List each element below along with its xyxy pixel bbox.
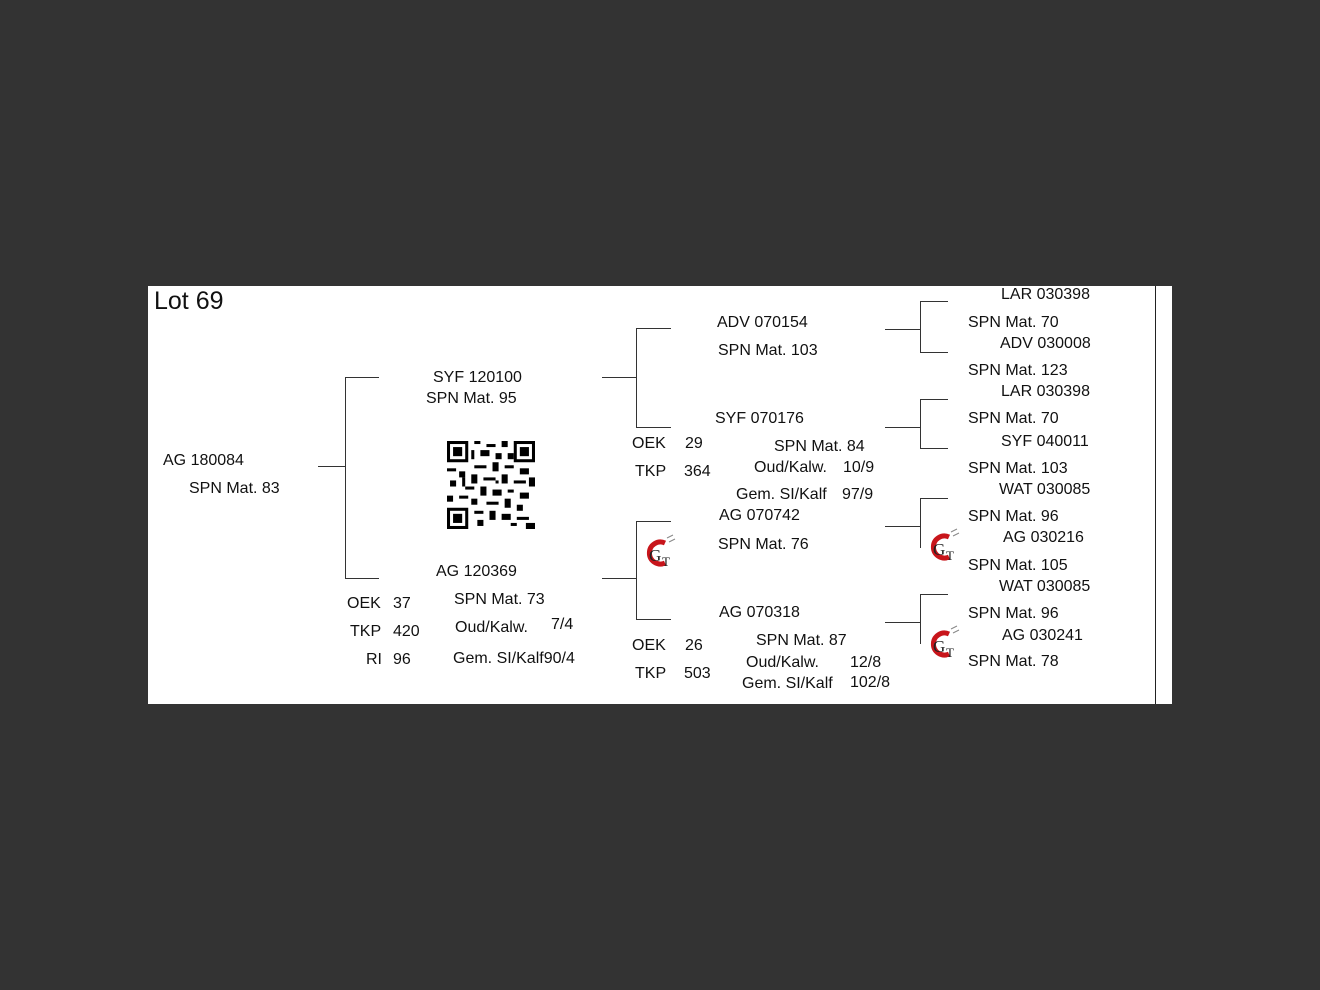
- sire-dam-gem-value: 97/9: [842, 486, 874, 503]
- dam2-tkp-label: TKP: [635, 665, 667, 682]
- bracket-line: [920, 498, 921, 548]
- bracket-line: [885, 622, 920, 623]
- gen3-mat: SPN Mat. 103: [968, 460, 1068, 477]
- gen3-mat: SPN Mat. 78: [968, 653, 1059, 670]
- dam-gem: Gem. SI/Kalf90/4: [453, 650, 575, 667]
- bracket-line: [602, 377, 636, 378]
- sire-dam-gem-label: Gem. SI/Kalf: [736, 486, 827, 503]
- svg-text:G: G: [933, 540, 945, 559]
- gt-logo-icon: G T: [930, 625, 960, 660]
- dam-dam-oud-label: Oud/Kalw.: [746, 654, 819, 671]
- bracket-line: [636, 328, 637, 427]
- dam-dam-oud-value: 12/8: [850, 654, 882, 671]
- gen3-mat: SPN Mat. 96: [968, 508, 1059, 525]
- svg-text:G: G: [649, 546, 661, 565]
- dam-oek-value: 37: [393, 595, 411, 612]
- dam-oud-label: Oud/Kalw.: [455, 619, 528, 636]
- gen3-id: LAR 030398: [1001, 383, 1090, 400]
- bracket-line: [920, 301, 921, 352]
- sire-dam-id: SYF 070176: [715, 410, 804, 427]
- bracket-line: [636, 521, 671, 522]
- bracket-line: [920, 399, 921, 448]
- dam-oud-value: 7/4: [551, 616, 574, 633]
- dam-dam-gem-value: 102/8: [850, 674, 891, 691]
- dam2-tkp-value: 503: [684, 665, 711, 682]
- bracket-line: [920, 301, 948, 302]
- dam-oek-label: OEK: [347, 595, 381, 612]
- dam-dam-mat: SPN Mat. 87: [756, 632, 847, 649]
- gen3-mat: SPN Mat. 70: [968, 314, 1059, 331]
- dam-tkp-label: TKP: [350, 623, 382, 640]
- gen3-id: WAT 030085: [999, 578, 1091, 595]
- gen3-mat: SPN Mat. 96: [968, 605, 1059, 622]
- bracket-line: [920, 352, 948, 353]
- gen3-id: WAT 030085: [999, 481, 1091, 498]
- dam-ri-label: RI: [366, 651, 382, 668]
- sire-dam-mat: SPN Mat. 84: [774, 438, 865, 455]
- pedigree-card: Lot 69 AG 180084 SPN Mat. 83 SYF 120100 …: [148, 286, 1172, 704]
- gen3-mat: SPN Mat. 70: [968, 410, 1059, 427]
- animal-mat: SPN Mat. 83: [189, 480, 280, 497]
- dam-mat: SPN Mat. 73: [454, 591, 545, 608]
- dam-tkp-value: 420: [393, 623, 420, 640]
- dam2-oek-label: OEK: [632, 637, 666, 654]
- bracket-line: [885, 526, 920, 527]
- bracket-line: [345, 578, 379, 579]
- bracket-line: [885, 329, 920, 330]
- sire-dam-oud-label: Oud/Kalw.: [754, 459, 827, 476]
- gen3-id: SYF 040011: [1001, 433, 1089, 450]
- bracket-line: [636, 427, 671, 428]
- gen3-id: ADV 030008: [1000, 335, 1091, 352]
- bracket-line: [318, 466, 345, 467]
- sire-mat: SPN Mat. 95: [426, 390, 517, 407]
- dam-ri-value: 96: [393, 651, 411, 668]
- bracket-line: [345, 377, 346, 578]
- gen3-mat: SPN Mat. 105: [968, 557, 1068, 574]
- dam-sire-id: AG 070742: [719, 507, 800, 524]
- bracket-line: [920, 594, 921, 644]
- gt-logo-icon: G T: [930, 528, 960, 563]
- sire-dam-oud-value: 10/9: [843, 459, 875, 476]
- svg-text:T: T: [662, 554, 670, 569]
- bracket-line: [920, 448, 948, 449]
- dam2-oek-value: 26: [685, 637, 703, 654]
- gen3-id: AG 030216: [1003, 529, 1084, 546]
- dam-sire-mat: SPN Mat. 76: [718, 536, 809, 553]
- animal-id: AG 180084: [163, 452, 244, 469]
- bracket-line: [920, 594, 948, 595]
- dam-dam-gem-label: Gem. SI/Kalf: [742, 675, 833, 692]
- bracket-line: [636, 521, 637, 619]
- gen3-mat: SPN Mat. 123: [968, 362, 1068, 379]
- bracket-line: [636, 619, 671, 620]
- svg-text:T: T: [946, 645, 954, 660]
- sire-sire-id: ADV 070154: [717, 314, 808, 331]
- bracket-line: [636, 328, 671, 329]
- bracket-line: [920, 498, 948, 499]
- svg-text:T: T: [946, 548, 954, 563]
- gen3-id: AG 030241: [1002, 627, 1083, 644]
- sire-oek-label: OEK: [632, 435, 666, 452]
- bracket-line: [345, 377, 379, 378]
- frame-border: [1155, 286, 1156, 704]
- gen3-id: LAR 030398: [1001, 286, 1090, 303]
- qr-code-icon: [447, 441, 535, 529]
- bracket-line: [602, 578, 636, 579]
- svg-text:G: G: [933, 637, 945, 656]
- sire-tkp-value: 364: [684, 463, 711, 480]
- bracket-line: [920, 399, 948, 400]
- dam-dam-id: AG 070318: [719, 604, 800, 621]
- bracket-line: [885, 427, 920, 428]
- sire-sire-mat: SPN Mat. 103: [718, 342, 818, 359]
- dam-id: AG 120369: [436, 563, 517, 580]
- sire-id: SYF 120100: [433, 369, 522, 386]
- gt-logo-icon: G T: [646, 534, 676, 569]
- sire-tkp-label: TKP: [635, 463, 667, 480]
- lot-title: Lot 69: [154, 287, 224, 315]
- sire-oek-value: 29: [685, 435, 703, 452]
